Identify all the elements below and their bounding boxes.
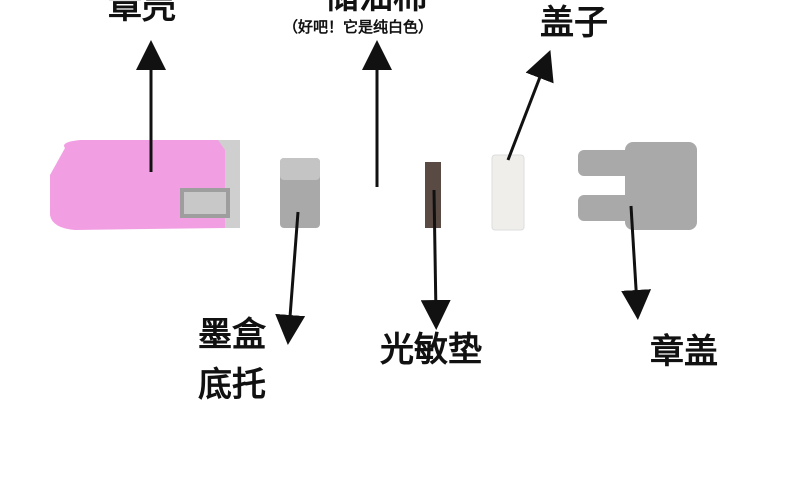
label-photosensitive-pad: 光敏垫 (380, 330, 482, 370)
white-cap (491, 154, 525, 231)
ink-box-base (280, 158, 320, 228)
label-oil-cotton-note: （好吧！它是纯白色） (283, 18, 434, 36)
stamp-shell (50, 140, 240, 230)
arrow-cap (506, 50, 554, 161)
arrow-pad (420, 189, 451, 330)
label-stamp-cover: 章盖 (650, 332, 718, 372)
label-cap: 盖子 (540, 3, 608, 43)
arrow-stamp-cover (621, 205, 652, 320)
label-oil-cotton: 储油棉 (325, 0, 427, 14)
label-ink-box-base-2: 底托 (198, 365, 266, 405)
label-shell: 章壳 (108, 0, 176, 27)
arrow-ink-box-base (275, 211, 306, 345)
label-ink-box-base-1: 墨盒 (198, 315, 266, 355)
arrows (136, 40, 652, 345)
stamp-cover (578, 142, 697, 230)
